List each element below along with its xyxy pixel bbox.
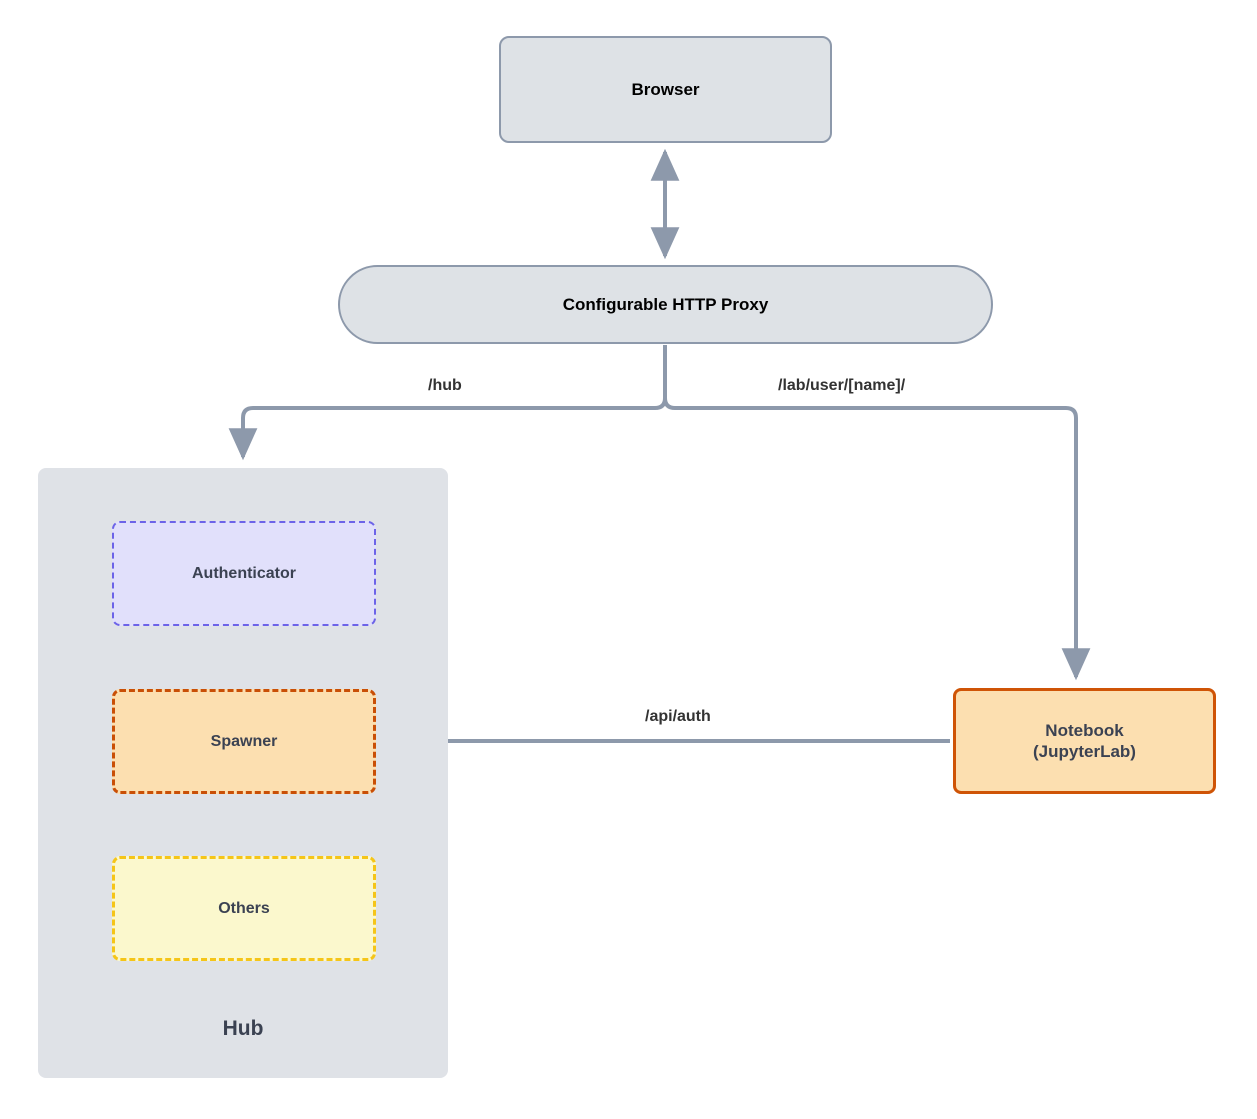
node-proxy-label: Configurable HTTP Proxy [562,294,769,314]
edge-proxy-hub [228,345,667,461]
node-notebook-label-line1: Notebook [1045,720,1124,740]
node-browser-label: Browser [631,79,700,99]
edge-label-hub-path: /hub [428,377,462,394]
node-notebook-jupyterlab[interactable]: Notebook (JupyterLab) [953,688,1216,794]
node-notebook-label-line2: (JupyterLab) [1033,742,1136,761]
node-spawner[interactable]: Spawner [112,689,376,794]
node-authenticator-label: Authenticator [192,564,296,582]
node-authenticator[interactable]: Authenticator [112,521,376,626]
node-browser[interactable]: Browser [499,36,832,143]
node-configurable-http-proxy[interactable]: Configurable HTTP Proxy [338,265,993,344]
edge-label-api-path: /api/auth [645,708,711,725]
node-others[interactable]: Others [112,856,376,961]
node-hub-container[interactable]: Authenticator Spawner Others Hub [38,468,448,1078]
node-spawner-label: Spawner [210,732,278,750]
node-hub-label: Hub [222,1016,264,1040]
edge-label-lab-path: /lab/user/[name]/ [778,377,906,394]
node-others-label: Others [218,899,270,917]
